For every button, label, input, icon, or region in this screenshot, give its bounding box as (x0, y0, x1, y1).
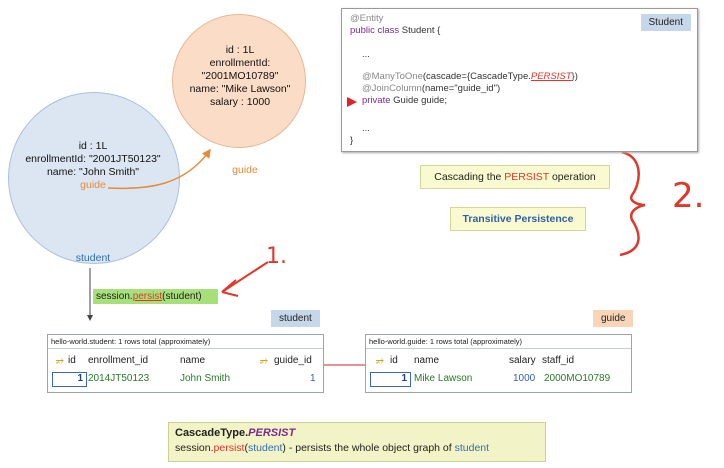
code-persist-word: PERSIST (530, 71, 572, 82)
code-guide-field: private Guide guide; (362, 95, 447, 107)
guide-table-caption: hello-world.guide: 1 rows total (approxi… (366, 335, 631, 349)
student-row-enrollment: 2014JT50123 (88, 373, 150, 384)
summary-description: ) - persists the whole object graph of (282, 442, 455, 454)
code-manytoone-annotation: @ManyToOne (362, 71, 423, 82)
cascading-persist: PERSIST (504, 171, 550, 183)
guide-col-salary: salary (509, 355, 536, 366)
code-ellipsis-2: ... (362, 123, 370, 134)
summary-box: CascadeType.PERSIST session.persist(stud… (168, 422, 546, 462)
student-row-guide-id: 1 (310, 373, 316, 384)
code-class-name: Student { (399, 25, 441, 36)
cascading-post: operation (549, 171, 596, 183)
student-table-tag: student (271, 310, 320, 327)
summary-line: session.persist(student) - persists the … (175, 442, 489, 454)
guide-col-id: id (390, 355, 398, 366)
fk-key-icon: ⭈ (260, 355, 268, 366)
code-joincolumn-annotation: @JoinColumn (362, 83, 422, 94)
guide-row-staff-id: 2000MO10789 (544, 373, 611, 384)
code-class-keyword: public class (350, 25, 400, 36)
cascading-note: Cascading the PERSIST operation (420, 165, 610, 189)
guide-col-staff-id: staff_id (542, 355, 575, 366)
guide-db-table: hello-world.guide: 1 rows total (approxi… (365, 334, 632, 393)
student-row-id[interactable]: 1 (52, 372, 87, 387)
guide-salary: salary : 1000 (209, 96, 271, 108)
summary-student-arg: student (247, 442, 283, 454)
guide-object-circle (172, 14, 306, 148)
student-db-table: hello-world.student: 1 rows total (appro… (47, 334, 324, 393)
code-ellipsis-1: ... (362, 49, 370, 60)
handwritten-two: 2. (672, 176, 705, 216)
student-col-name: name (180, 355, 206, 366)
guide-row-id[interactable]: 1 (370, 372, 411, 387)
summary-persist: PERSIST (248, 427, 296, 439)
code-field-decl: Guide guide; (390, 95, 448, 106)
code-class-decl: public class Student { (350, 25, 440, 37)
guide-name: name: "Mike Lawson" (189, 83, 291, 95)
persist-session: session. (96, 291, 133, 302)
summary-student-end: student (454, 442, 490, 454)
student-col-id: id (68, 355, 76, 366)
student-object-circle (8, 92, 180, 264)
code-joincolumn: @JoinColumn(name="guide_id") (362, 83, 500, 95)
guide-id: id : 1L (225, 44, 255, 56)
code-private-keyword: private (362, 95, 391, 106)
code-close-brace: } (350, 135, 354, 146)
transitive-persistence-note: Transitive Persistence (450, 207, 586, 231)
guide-row-salary: 1000 (513, 373, 536, 384)
student-col-enrollment: enrollment_id (88, 355, 149, 366)
guide-col-name: name (414, 355, 440, 366)
summary-cascadetype: CascadeType. (175, 427, 249, 439)
code-cascade-open: (cascade={CascadeType. (422, 71, 531, 82)
student-col-guide-id: guide_id (274, 355, 312, 366)
student-name: name: "John Smith" (46, 166, 140, 178)
student-circle-text: id : 1L enrollmentId: "2001JT50123" name… (18, 140, 168, 192)
pointer-triangle-icon (347, 97, 357, 107)
code-manytoone: @ManyToOne(cascade={CascadeType.PERSIST}… (362, 71, 578, 83)
summary-title: CascadeType.PERSIST (175, 427, 295, 439)
code-cascade-close: }) (571, 71, 578, 82)
cascading-pre: Cascading the (434, 171, 505, 183)
student-entity-tag: Student (640, 14, 691, 31)
summary-persist-call: persist (213, 442, 245, 454)
guide-circle-text: id : 1L enrollmentId: "2001MO10789" name… (185, 44, 295, 109)
guide-key-icon: ⭈ (376, 355, 384, 366)
student-label: student (75, 252, 111, 264)
guide-enrollment: enrollmentId: "2001MO10789" (201, 57, 279, 82)
summary-paren-open: ( (244, 442, 248, 454)
persist-args: (student) (162, 291, 202, 302)
key-icon: ⭈ (56, 355, 64, 366)
student-id: id : 1L (78, 140, 108, 152)
persist-call-box: session.persist(student) (93, 289, 218, 304)
student-entity-code: Student @Entity public class Student { .… (341, 8, 698, 152)
code-entity-annotation: @Entity (350, 13, 384, 24)
guide-row-name: Mike Lawson (414, 373, 473, 384)
student-row-name: John Smith (180, 373, 231, 384)
student-enrollment: enrollmentId: "2001JT50123" (25, 153, 161, 165)
student-table-caption: hello-world.student: 1 rows total (appro… (48, 335, 323, 349)
persist-method: persist (132, 291, 163, 302)
summary-session: session. (175, 442, 214, 454)
code-joincolumn-args: (name="guide_id") (421, 83, 501, 94)
handwritten-one: 1. (266, 244, 287, 269)
guide-table-tag: guide (593, 310, 634, 327)
guide-label: guide (232, 164, 258, 176)
student-guide-ref: guide (80, 179, 106, 191)
